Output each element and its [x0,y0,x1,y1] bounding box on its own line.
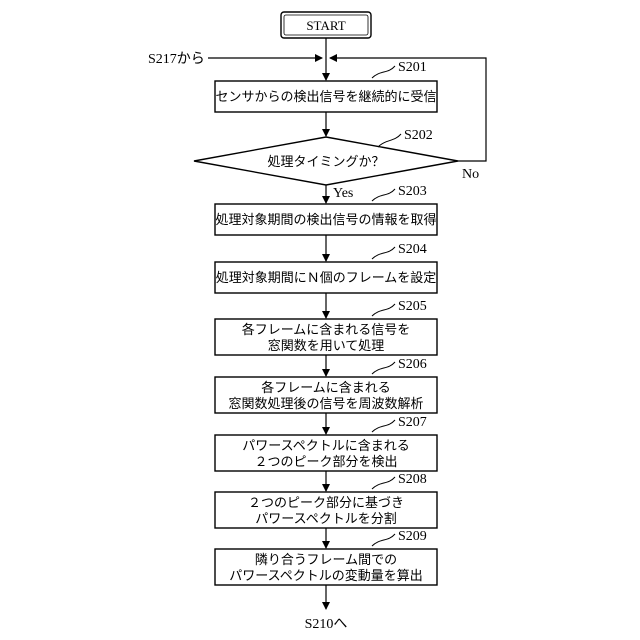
step-s205-line2: 窓関数を用いて処理 [268,338,385,354]
step-s207-line1: パワースペクトルに含まれる [242,438,409,454]
decision-s202-id: S202 [404,128,433,143]
step-s208-id: S208 [398,472,427,487]
decision-s202-text: 処理タイミングか？ [267,155,384,170]
step-s207-line2: ２つのピーク部分を検出 [254,455,397,470]
step-s208-line2: パワースペクトルを分割 [255,511,396,527]
step-s203-id: S203 [398,184,427,199]
step-s203-text: 処理対象期間の検出信号の情報を取得 [215,212,436,228]
step-s201-text: センサからの検出信号を継続的に受信 [215,89,436,105]
no-label: No [462,167,479,182]
step-s206-id: S206 [398,357,427,372]
from-label: S217から [148,51,205,67]
step-s204-id: S204 [398,242,427,257]
step-s209-line2: パワースペクトルの変動量を算出 [229,568,422,584]
step-s208-line1: ２つのピーク部分に基づき [248,496,404,511]
step-s205-line1: 各フレームに含まれる信号を [242,322,411,338]
step-s207-id: S207 [398,415,427,430]
step-s201-id: S201 [398,60,427,75]
step-s204-text: 処理対象期間にＮ個のフレームを設定 [216,270,437,286]
step-s206-line2: 窓関数処理後の信号を周波数解析 [228,396,423,412]
step-s205-id: S205 [398,299,427,314]
start-terminal: START [281,12,371,38]
step-s209-line1: 隣り合うフレーム間での [255,552,397,568]
step-s209-id: S209 [398,529,427,544]
start-label: START [306,18,345,33]
step-s206-line1: 各フレームに含まれる [261,380,391,396]
decision-s202: 処理タイミングか？ S202 [194,128,458,185]
to-label: S210へ [305,617,348,632]
yes-label: Yes [333,186,353,201]
